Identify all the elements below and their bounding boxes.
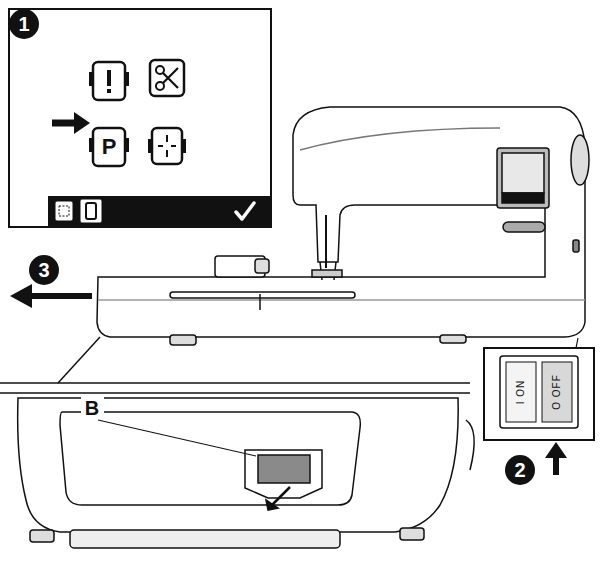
base-plate [70, 530, 340, 548]
screen-bar [48, 196, 270, 226]
port [573, 240, 579, 252]
callout-number: 2 [505, 455, 535, 485]
closeup-leader [58, 337, 100, 383]
screen-inset [9, 9, 271, 227]
check-mark [236, 203, 254, 219]
machine-foot [170, 335, 196, 345]
unit-foot [400, 528, 424, 540]
scissors-icon [150, 60, 184, 96]
unit-closeup [0, 337, 474, 548]
switch-marking: I ON [514, 364, 528, 420]
screen [502, 153, 544, 193]
switch-housing [500, 356, 578, 428]
direction-arrow-head [10, 284, 32, 308]
foot-plate [312, 270, 342, 277]
crosshair-mark [158, 135, 176, 157]
switch-marking: O OFF [550, 364, 564, 420]
inset-frame [9, 9, 271, 227]
inset-frame [484, 348, 594, 440]
icon-tab [89, 138, 93, 152]
icon-tab [182, 139, 186, 153]
button [503, 222, 545, 232]
bed-edge [0, 382, 470, 384]
scissors-mark [156, 82, 164, 90]
icon-tab [125, 138, 129, 152]
bar-icon-mark [86, 203, 96, 219]
pull-arrow-head [266, 500, 278, 510]
press-arrow-head [545, 442, 567, 458]
embroidery-rail [170, 292, 355, 298]
switch-rocker-off [542, 362, 572, 422]
switch-rocker-on [506, 362, 536, 422]
machine-body [97, 107, 585, 337]
needle-mark [107, 89, 111, 93]
callout-number: 1 [9, 9, 39, 39]
bar-icon [80, 199, 102, 223]
inset-leader [576, 338, 578, 348]
press-arrow [553, 456, 559, 475]
callout-number: 3 [29, 255, 59, 285]
icon-tab [148, 139, 152, 153]
rail-mark [259, 294, 261, 310]
switch-inset [484, 338, 594, 475]
handwheel [571, 135, 589, 185]
release-lever-b [258, 455, 310, 483]
needle-mark [107, 70, 111, 86]
needle [325, 215, 327, 268]
bed-edge [0, 392, 470, 394]
icon-tab [125, 72, 129, 86]
machine-foot [440, 335, 466, 343]
bar-icon [55, 201, 73, 221]
scissors-mark [156, 66, 164, 74]
body-contour [300, 128, 500, 150]
icon-tab [89, 72, 93, 86]
unit-foot [30, 530, 54, 542]
sewing-machine [97, 107, 589, 345]
pointer-arrow-head [74, 112, 90, 134]
carriage-knob [255, 259, 269, 273]
unit-recess [60, 412, 360, 505]
pull-arrow [272, 487, 290, 505]
bed-edge [98, 299, 585, 301]
bar-icon-mark [59, 206, 69, 216]
cable [466, 420, 474, 470]
screen-bar [502, 193, 544, 203]
release-tab [245, 450, 322, 498]
direction-arrow [30, 293, 92, 299]
leader-line [98, 420, 256, 456]
needle-icon [93, 62, 125, 100]
part-label: B [81, 397, 104, 419]
unit-body [18, 398, 459, 532]
icon-letter: P [96, 132, 122, 162]
scissors-mark [163, 68, 178, 88]
screen-frame [497, 148, 549, 208]
p-icon [93, 128, 125, 166]
pointer-arrow [52, 120, 76, 127]
center-icon [152, 128, 182, 164]
